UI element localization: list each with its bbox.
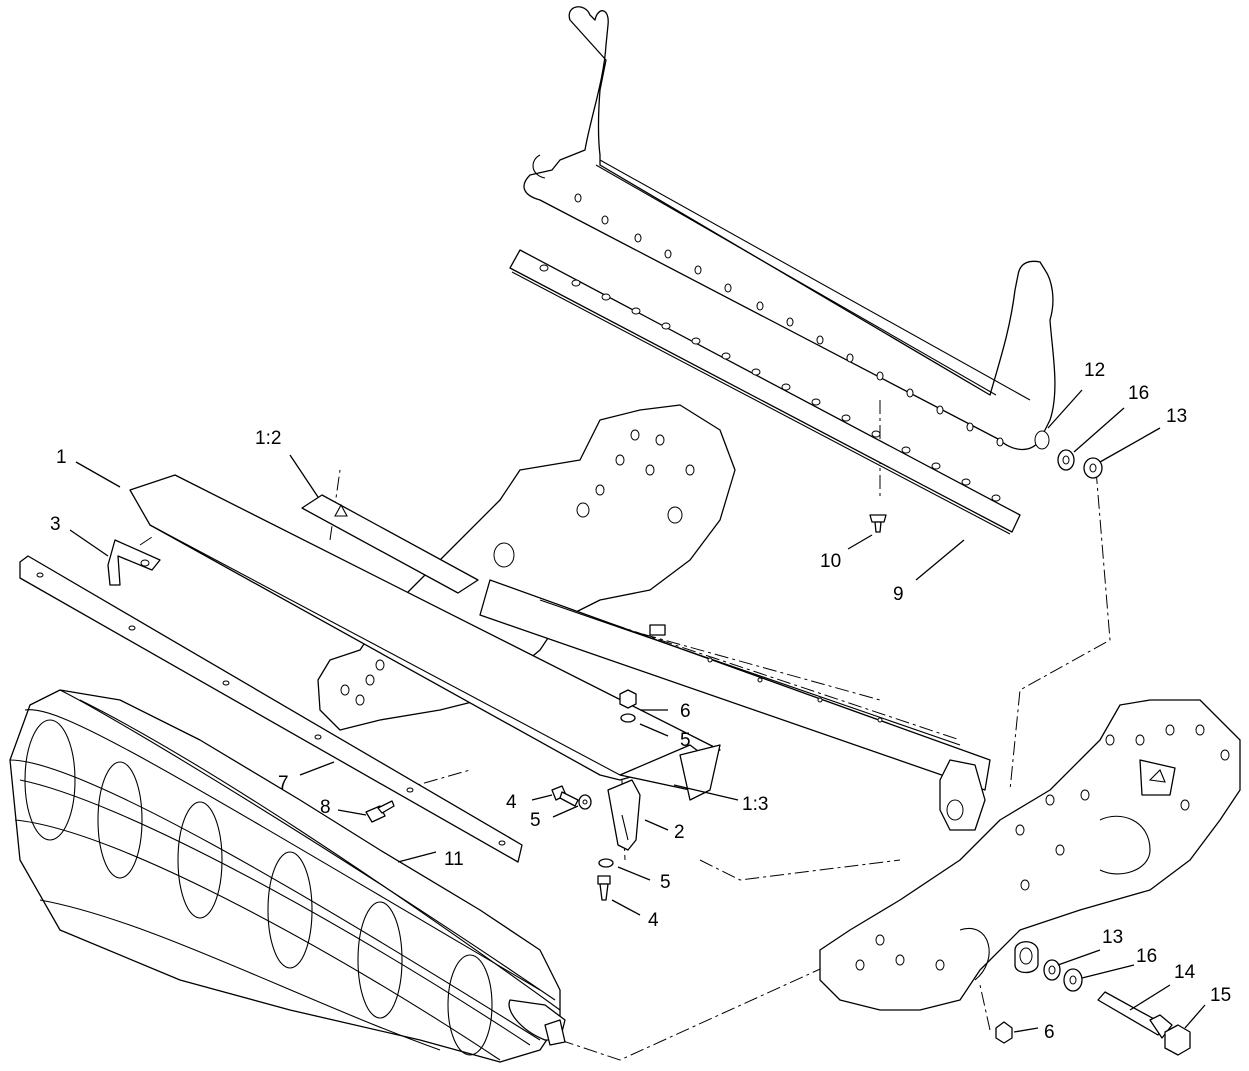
screw-part-8 <box>365 800 395 823</box>
callout-4-lower: 4 <box>648 910 659 931</box>
callout-3: 3 <box>50 514 61 535</box>
callout-15: 15 <box>1210 985 1231 1006</box>
reel-part-11 <box>9 689 566 1063</box>
washers-lower <box>1043 959 1083 992</box>
nut-part-15 <box>1164 1024 1191 1056</box>
callout-5-mid: 5 <box>530 810 541 831</box>
callout-labels: 1 1:2 3 6 5 1:3 2 4 5 5 4 7 8 11 10 9 12… <box>50 360 1231 1043</box>
callout-11: 11 <box>444 849 464 870</box>
callout-14: 14 <box>1174 962 1196 983</box>
bar-part-7 <box>19 555 523 863</box>
callout-2: 2 <box>674 822 685 843</box>
callout-1-3: 1:3 <box>742 794 768 815</box>
callout-8: 8 <box>320 797 331 818</box>
callout-4-upper: 4 <box>506 792 517 813</box>
callout-13-upper: 13 <box>1166 406 1187 427</box>
washer-part-5-mid <box>578 794 592 810</box>
bracket-part-3 <box>107 539 161 586</box>
shaft-part-14 <box>1097 991 1173 1039</box>
bedbar-part-9 <box>509 249 1021 535</box>
callout-9: 9 <box>893 584 904 605</box>
callout-5-lower: 5 <box>660 872 671 893</box>
shield-part-1 <box>129 474 721 801</box>
nut-part-6-upper <box>619 689 637 709</box>
callout-7: 7 <box>278 773 289 794</box>
callout-1: 1 <box>56 447 67 468</box>
callout-13-lower: 13 <box>1102 927 1123 948</box>
washers-upper <box>1057 449 1103 479</box>
callout-1-2: 1:2 <box>255 428 281 449</box>
callout-12: 12 <box>1084 360 1105 381</box>
callout-6-upper: 6 <box>680 701 691 722</box>
nut-part-6-lower <box>995 1021 1013 1044</box>
bracket-part-2 <box>607 779 641 851</box>
washer-part-5-upper <box>620 713 636 723</box>
callout-16-lower: 16 <box>1136 946 1157 967</box>
callout-16-upper: 16 <box>1128 383 1149 404</box>
callout-5-upper: 5 <box>680 730 691 751</box>
right-side-plate <box>819 699 1241 1011</box>
bolt-part-4-upper <box>551 785 579 807</box>
screw-part-10 <box>869 514 887 533</box>
callout-10: 10 <box>820 551 841 572</box>
bolt-part-4-lower <box>597 875 611 901</box>
washer-part-5-lower <box>598 858 614 868</box>
frame-part-12 <box>523 6 1056 451</box>
callout-6-lower: 6 <box>1044 1022 1055 1043</box>
leader-lines <box>69 389 1206 1033</box>
decal-part-1-2 <box>301 494 479 594</box>
